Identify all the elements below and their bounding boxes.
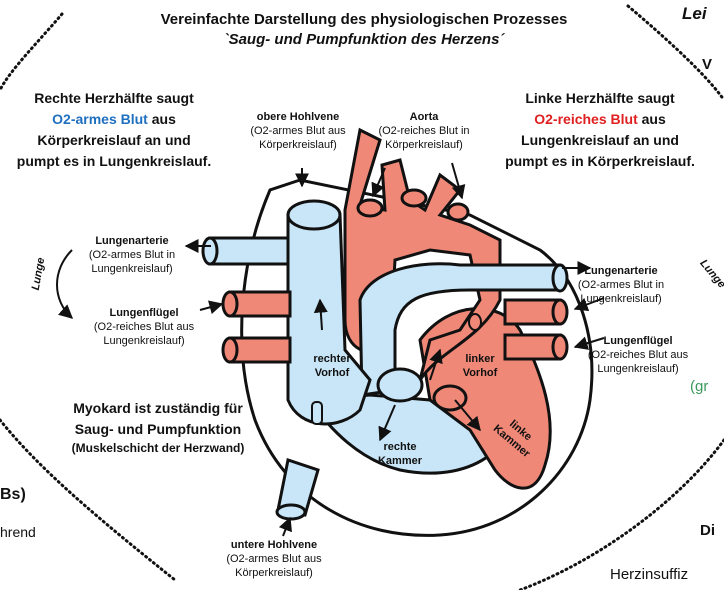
label-lung-right: Lungenflügel (O2-reiches Blut aus Lungen… bbox=[578, 334, 698, 376]
edge-text-di: Di bbox=[700, 522, 715, 539]
left-half-line-2: O2-reiches Blut aus bbox=[486, 109, 714, 130]
left-half-line-3: Lungenkreislauf an und bbox=[486, 130, 714, 151]
label-right-ventricle: rechte Kammer bbox=[370, 440, 430, 468]
title-line-1: Vereinfachte Darstellung des physiologis… bbox=[104, 10, 624, 30]
edge-text-v: V bbox=[702, 56, 712, 73]
o2-poor-highlight: O2-armes Blut bbox=[52, 111, 148, 127]
label-right-atrium: rechter Vorhof bbox=[302, 352, 362, 380]
left-half-line-4: pumpt es in Körperkreislauf. bbox=[486, 151, 714, 172]
label-pulmonary-artery-right: Lungenarterie (O2-armes Blut in Lungenkr… bbox=[566, 264, 676, 306]
diagram-title: Vereinfachte Darstellung des physiologis… bbox=[104, 10, 624, 50]
right-half-line-1: Rechte Herzhälfte saugt bbox=[0, 88, 228, 109]
right-half-line-2: O2-armes Blut aus bbox=[0, 109, 228, 130]
edge-text-top-right: Lei bbox=[682, 4, 707, 24]
o2-rich-highlight: O2-reiches Blut bbox=[534, 111, 637, 127]
edge-text-gr: (gr bbox=[690, 378, 708, 395]
label-lung-left: Lungenflügel (O2-reiches Blut aus Lungen… bbox=[84, 306, 204, 348]
label-left-atrium: linker Vorhof bbox=[450, 352, 510, 380]
label-superior-vena-cava: obere Hohlvene (O2-armes Blut aus Körper… bbox=[238, 110, 358, 152]
edge-text-herzinsuffiz: Herzinsuffiz bbox=[610, 566, 688, 583]
label-inferior-vena-cava: untere Hohlvene (O2-armes Blut aus Körpe… bbox=[214, 538, 334, 580]
dotted-circle-right bbox=[628, 6, 724, 100]
left-half-description: Linke Herzhälfte saugt O2-reiches Blut a… bbox=[486, 88, 714, 172]
edge-text-bs: Bs) bbox=[0, 486, 26, 504]
myokard-description: Myokard ist zuständig für Saug- und Pump… bbox=[40, 398, 276, 456]
right-half-line-3: Körperkreislauf an und bbox=[0, 130, 228, 151]
left-half-line-1: Linke Herzhälfte saugt bbox=[486, 88, 714, 109]
title-line-2: `Saug- und Pumpfunktion des Herzens´ bbox=[104, 30, 624, 50]
dotted-circle-left bbox=[0, 14, 62, 90]
right-half-line-4: pumpt es in Lungenkreislauf. bbox=[0, 151, 228, 172]
label-pulmonary-artery-left: Lungenarterie (O2-armes Blut in Lungenkr… bbox=[72, 234, 192, 276]
edge-text-hrend: hrend bbox=[0, 524, 36, 540]
right-half-description: Rechte Herzhälfte saugt O2-armes Blut au… bbox=[0, 88, 228, 172]
label-aorta: Aorta (O2-reiches Blut in Körperkreislau… bbox=[364, 110, 484, 152]
